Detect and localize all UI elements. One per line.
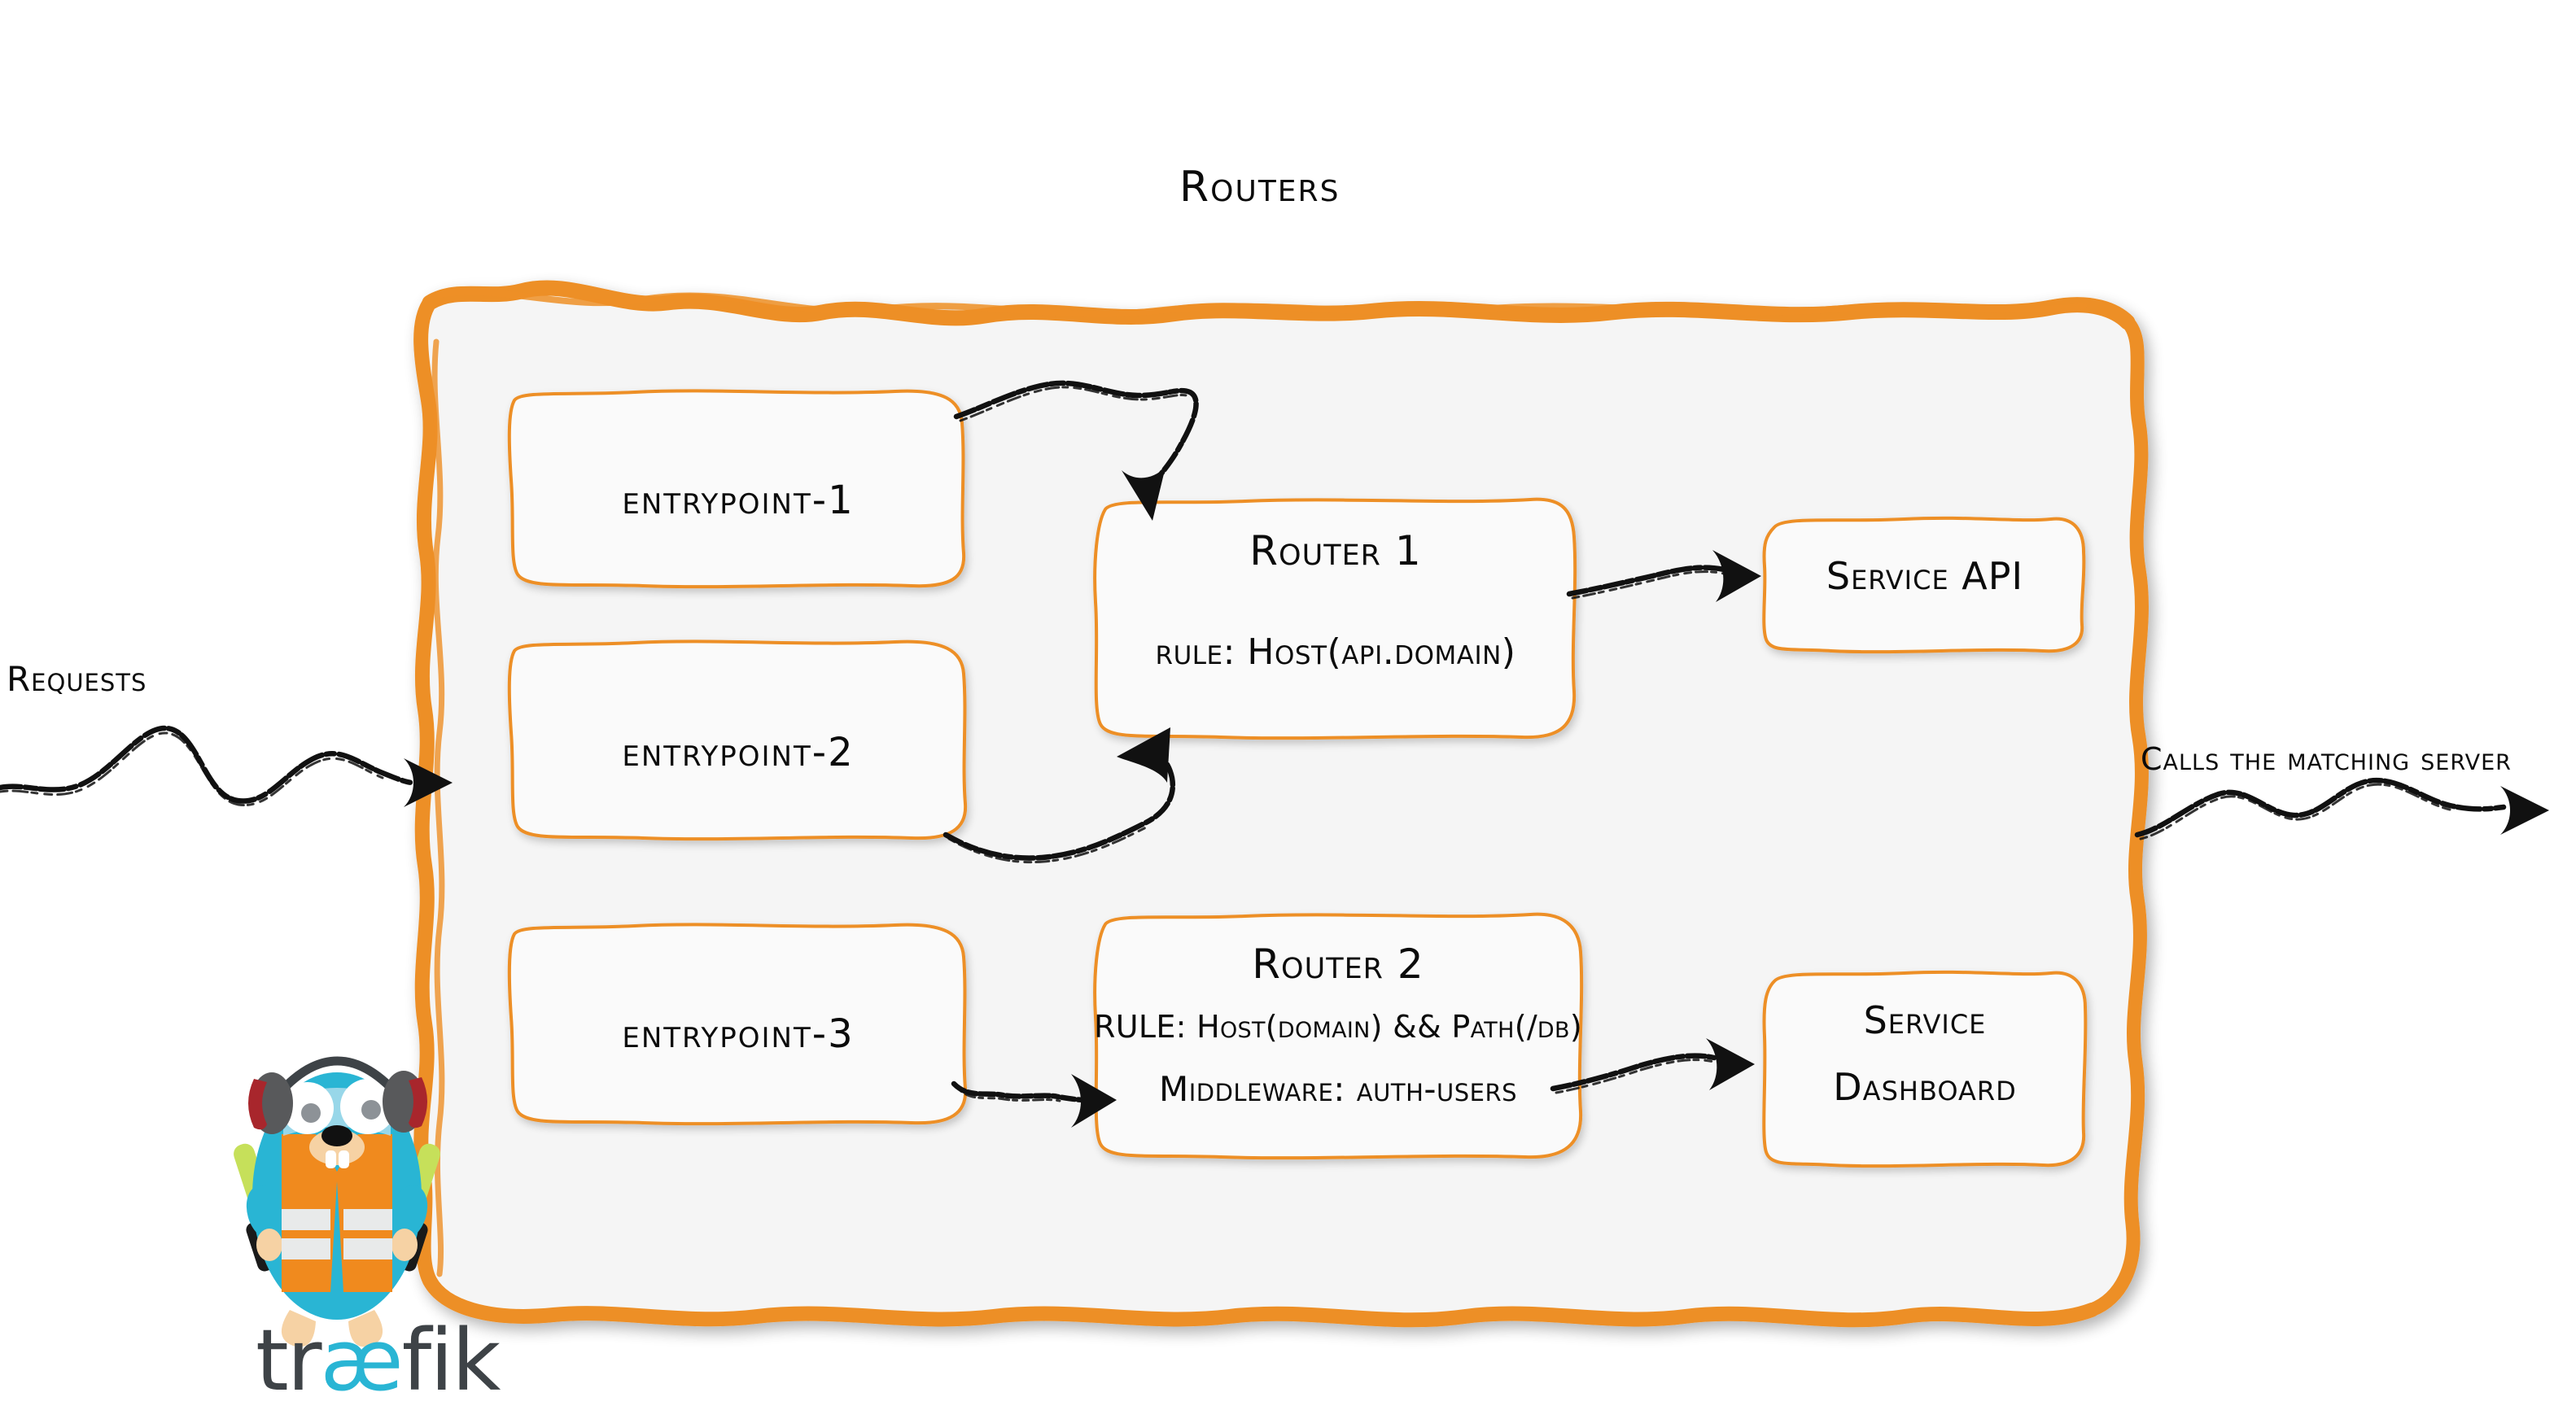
entrypoint-2-box[interactable]	[507, 640, 968, 841]
arrow-entrypoint3-to-router2	[951, 1074, 1117, 1128]
router-1-box[interactable]	[1093, 497, 1577, 740]
entrypoint-1-box[interactable]	[507, 389, 966, 589]
arrow-entrypoint1-to-router1	[953, 380, 1199, 521]
service-dashboard-label-line2: Dashboard	[1833, 1065, 2017, 1109]
headphone-band	[269, 1056, 407, 1105]
entrypoint-3-box[interactable]	[507, 923, 968, 1126]
router-2-box[interactable]	[1093, 912, 1584, 1160]
service-api-label: Service API	[1826, 554, 2024, 598]
service-api-box[interactable]	[1762, 516, 2086, 654]
calls-server-label: Calls the matching server	[2141, 741, 2512, 777]
traefik-wordmark: træfik	[256, 1318, 501, 1403]
arrow-requests-in	[0, 725, 453, 807]
router-2-title: Router 2	[1252, 941, 1424, 988]
gopher-nose	[321, 1125, 352, 1146]
entrypoint-2-label: entrypoint-2	[622, 730, 855, 775]
wordmark-prefix: tr	[256, 1311, 322, 1410]
arrow-router2-to-servicedashboard	[1550, 1038, 1755, 1094]
router-1-title: Router 1	[1249, 527, 1422, 574]
service-dashboard-box[interactable]	[1762, 970, 2088, 1168]
traefik-gopher-logo	[234, 1056, 440, 1347]
page-title: Routers	[1179, 163, 1340, 212]
entrypoint-1-label: entrypoint-1	[622, 478, 855, 523]
entrypoint-3-label: entrypoint-3	[622, 1011, 855, 1057]
router-2-middleware: Middleware: auth-users	[1158, 1069, 1518, 1109]
arrow-entrypoint2-to-router1	[942, 727, 1176, 864]
wordmark-ligature: æ	[320, 1311, 404, 1410]
arrow-router1-to-serviceapi	[1566, 550, 1761, 602]
service-dashboard-label-line1: Service	[1863, 998, 1987, 1042]
wordmark-suffix: fik	[401, 1311, 501, 1410]
router-1-rule: rule: Host(api.domain)	[1155, 631, 1516, 673]
router-2-rule: RULE: Host(domain) && Path(/db)	[1094, 1009, 1582, 1045]
arrow-calls-server-out	[2134, 777, 2549, 840]
requests-label: Requests	[7, 659, 147, 699]
